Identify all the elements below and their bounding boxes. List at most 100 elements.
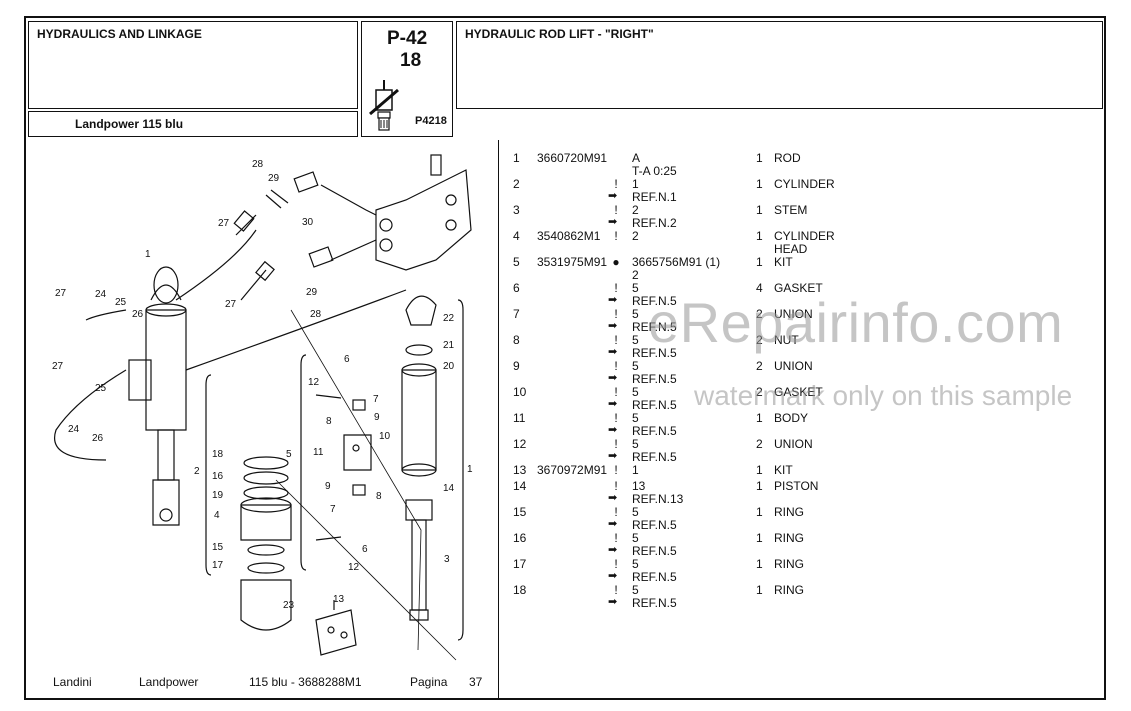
part-description: UNION <box>774 437 813 451</box>
part-note: 5 <box>632 281 639 295</box>
callout: 8 <box>326 416 332 427</box>
part-note-line2: REF.N.13 <box>632 492 684 506</box>
callout: 24 <box>68 424 80 435</box>
reference-arrow-icon: ➡ <box>608 570 618 582</box>
part-marker: ! <box>614 359 618 373</box>
callout: 14 <box>443 483 455 494</box>
callout: 26 <box>132 309 144 320</box>
part-quantity: 1 <box>756 583 763 597</box>
part-marker: ! <box>614 385 618 399</box>
part-description: RING <box>774 531 804 545</box>
part-description: KIT <box>774 255 793 269</box>
reference-arrow-icon: ➡ <box>608 372 618 384</box>
model-box: Landpower 115 blu <box>28 111 358 137</box>
callout: 21 <box>443 340 455 351</box>
callout: 13 <box>333 594 345 605</box>
callout: 1 <box>467 464 473 475</box>
part-marker: ! <box>614 505 618 519</box>
part-note-line2: T-A 0:25 <box>632 164 677 178</box>
part-quantity: 2 <box>756 359 763 373</box>
reference-arrow-icon: ➡ <box>608 346 618 358</box>
part-marker: ! <box>614 557 618 571</box>
part-item-number: 5 <box>513 255 520 269</box>
callout: 16 <box>212 471 224 482</box>
part-note-line2: REF.N.2 <box>632 216 677 230</box>
section-title-box: HYDRAULICS AND LINKAGE <box>28 21 358 109</box>
part-quantity: 2 <box>756 333 763 347</box>
footer-page-label: Pagina <box>410 675 448 689</box>
part-item-number: 13 <box>513 463 527 477</box>
part-quantity: 2 <box>756 385 763 399</box>
part-row: 13 3670972M91! 1 1 KIT <box>0 463 793 490</box>
part-quantity: 1 <box>756 151 763 165</box>
part-note: 2 <box>632 229 639 243</box>
callout: 7 <box>330 504 336 515</box>
ref-code: P4218 <box>415 115 447 127</box>
callout: 27 <box>52 361 64 372</box>
part-note: 5 <box>632 583 639 597</box>
part-code: 3531975M91 <box>537 255 608 269</box>
part-code: 3670972M91 <box>537 463 608 477</box>
part-description: KIT <box>774 463 793 477</box>
part-item-number: 16 <box>513 531 527 545</box>
callout: 23 <box>283 600 295 611</box>
part-description: RING <box>774 557 804 571</box>
part-marker: ! <box>614 281 618 295</box>
part-note: A <box>632 151 641 165</box>
part-marker: ! <box>614 177 618 191</box>
part-item-number: 7 <box>513 307 520 321</box>
part-note-line2: REF.N.5 <box>632 596 677 610</box>
footer-brand: Landini <box>53 675 92 689</box>
part-description: RING <box>774 505 804 519</box>
part-description: GASKET <box>774 281 823 295</box>
callout: 29 <box>306 287 318 298</box>
part-note: 13 <box>632 479 646 493</box>
part-note: 2 <box>632 203 639 217</box>
part-quantity: 1 <box>756 463 763 477</box>
section-title: HYDRAULICS AND LINKAGE <box>37 27 202 41</box>
part-description: CYLINDER <box>774 229 835 243</box>
callout: 25 <box>95 383 107 394</box>
part-marker: ! <box>614 411 618 425</box>
part-marker: ● <box>612 255 620 269</box>
part-quantity: 1 <box>756 505 763 519</box>
callout: 17 <box>212 560 224 571</box>
callout: 7 <box>373 394 379 405</box>
reference-arrow-icon: ➡ <box>608 424 618 436</box>
part-description: STEM <box>774 203 808 217</box>
part-note: 5 <box>632 505 639 519</box>
part-quantity: 2 <box>756 307 763 321</box>
callout: 20 <box>443 361 455 372</box>
reference-arrow-icon: ➡ <box>608 190 618 202</box>
part-note-line2: REF.N.5 <box>632 320 677 334</box>
part-note: 5 <box>632 359 639 373</box>
part-description: GASKET <box>774 385 823 399</box>
callout: 11 <box>313 447 324 458</box>
part-description: CYLINDER <box>774 177 835 191</box>
part-note-line2: REF.N.5 <box>632 544 677 558</box>
part-item-number: 8 <box>513 333 520 347</box>
part-note-line2: REF.N.5 <box>632 346 677 360</box>
part-note: 5 <box>632 411 639 425</box>
part-description: RING <box>774 583 804 597</box>
part-quantity: 1 <box>756 411 763 425</box>
part-marker: ! <box>614 479 618 493</box>
part-quantity: 1 <box>756 557 763 571</box>
part-note-line2: REF.N.1 <box>632 190 677 204</box>
part-item-number: 14 <box>513 479 527 493</box>
callout: 30 <box>302 217 314 228</box>
watermark-note: watermark only on this sample <box>694 380 1073 411</box>
callout: 6 <box>362 544 368 555</box>
part-note-line2: REF.N.5 <box>632 570 677 584</box>
part-marker: ! <box>614 229 618 243</box>
reference-arrow-icon: ➡ <box>608 294 618 306</box>
part-item-number: 9 <box>513 359 520 373</box>
part-description: UNION <box>774 359 813 373</box>
callout: 27 <box>218 218 230 229</box>
